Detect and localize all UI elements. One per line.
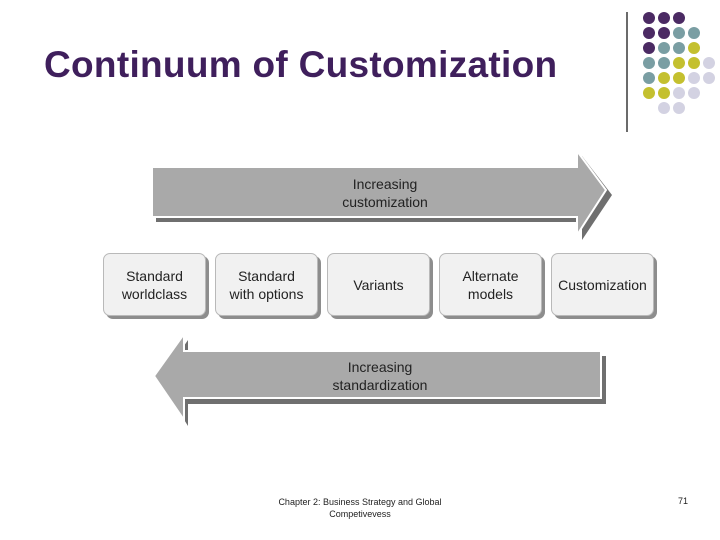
dot xyxy=(673,27,685,39)
dot xyxy=(673,102,685,114)
dot xyxy=(643,42,655,54)
box-customization: Customization xyxy=(551,253,654,316)
dot xyxy=(658,87,670,99)
box-standard-with-options: Standard with options xyxy=(215,253,318,316)
dot xyxy=(688,72,700,84)
slide-title: Continuum of Customization xyxy=(44,44,558,85)
dot xyxy=(673,72,685,84)
box-label: Variants xyxy=(353,276,404,293)
dot xyxy=(673,12,685,24)
dot xyxy=(658,12,670,24)
box-label: Customization xyxy=(558,276,647,293)
box-variants: Variants xyxy=(327,253,430,316)
box-label: Standard worldclass xyxy=(121,267,188,302)
dot xyxy=(643,57,655,69)
dot xyxy=(658,27,670,39)
dot xyxy=(688,87,700,99)
dot xyxy=(703,57,715,69)
dot xyxy=(688,57,700,69)
dot xyxy=(688,27,700,39)
box-alternate-models: Alternate models xyxy=(439,253,542,316)
dot xyxy=(688,42,700,54)
dot xyxy=(643,12,655,24)
box-label: Alternate models xyxy=(462,267,519,302)
decorative-dot-grid xyxy=(640,10,720,120)
dot xyxy=(703,72,715,84)
dot xyxy=(643,72,655,84)
arrow-right-shape xyxy=(151,147,608,239)
box-standard-worldclass: Standard worldclass xyxy=(103,253,206,316)
dot xyxy=(673,42,685,54)
dot xyxy=(658,57,670,69)
page-number: 71 xyxy=(677,496,688,506)
dot xyxy=(658,42,670,54)
slide-footer: Chapter 2: Business Strategy and Global … xyxy=(278,497,442,519)
dot xyxy=(673,57,685,69)
dot xyxy=(658,72,670,84)
dot xyxy=(673,87,685,99)
title-divider-line xyxy=(626,12,628,132)
dot xyxy=(643,87,655,99)
box-label: Standard with options xyxy=(229,267,304,302)
dot xyxy=(643,27,655,39)
arrow-left-shape xyxy=(152,330,602,424)
bottom-arrow-label: Increasing standardization xyxy=(332,359,428,393)
top-arrow-label: Increasing customization xyxy=(342,176,428,210)
dot xyxy=(658,102,670,114)
